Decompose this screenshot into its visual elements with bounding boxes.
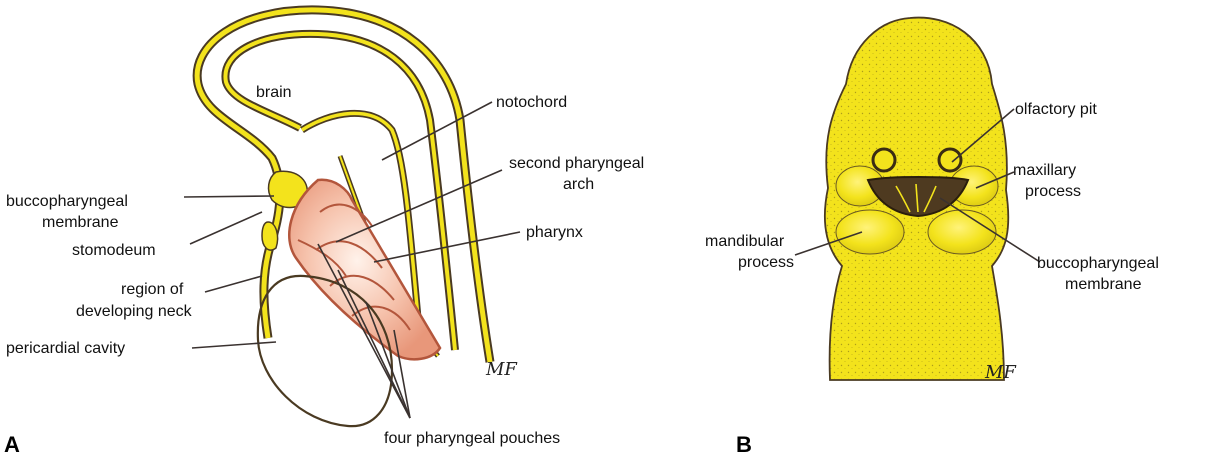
panel-a: brain notochord second pharyngeal arch p… <box>4 10 644 457</box>
panel-tag-a: A <box>4 432 20 457</box>
label-neck-line1: region of <box>121 281 184 298</box>
label-mandibular-line2: process <box>738 254 794 271</box>
label-maxillary-line1: maxillary <box>1013 162 1076 179</box>
label-second-arch-line1: second pharyngeal <box>509 155 644 172</box>
label-maxillary-line2: process <box>1025 183 1081 200</box>
signature-b: MF <box>984 362 1017 383</box>
label-olfactory: olfactory pit <box>1015 101 1097 118</box>
panel-b: olfactory pit maxillary process mandibul… <box>705 18 1159 457</box>
label-neck-line2: developing neck <box>76 303 193 320</box>
label-stomodeum: stomodeum <box>72 242 156 259</box>
signature-a: MF <box>485 359 518 380</box>
label-mandibular-line1: mandibular <box>705 233 785 250</box>
panel-tag-b: B <box>736 432 752 457</box>
label-bucco-b-line2: membrane <box>1065 276 1142 293</box>
label-pericardial: pericardial cavity <box>6 340 125 357</box>
olfactory-pit-right <box>939 149 961 171</box>
label-pouches: four pharyngeal pouches <box>384 430 560 447</box>
label-notochord: notochord <box>496 94 567 111</box>
label-bucco-a-line1: buccopharyngeal <box>6 193 128 210</box>
label-second-arch-line2: arch <box>563 176 594 193</box>
label-bucco-a-line2: membrane <box>42 214 119 231</box>
olfactory-pit-left <box>873 149 895 171</box>
label-brain: brain <box>256 84 292 101</box>
label-bucco-b-line1: buccopharyngeal <box>1037 255 1159 272</box>
label-pharynx: pharynx <box>526 224 583 241</box>
